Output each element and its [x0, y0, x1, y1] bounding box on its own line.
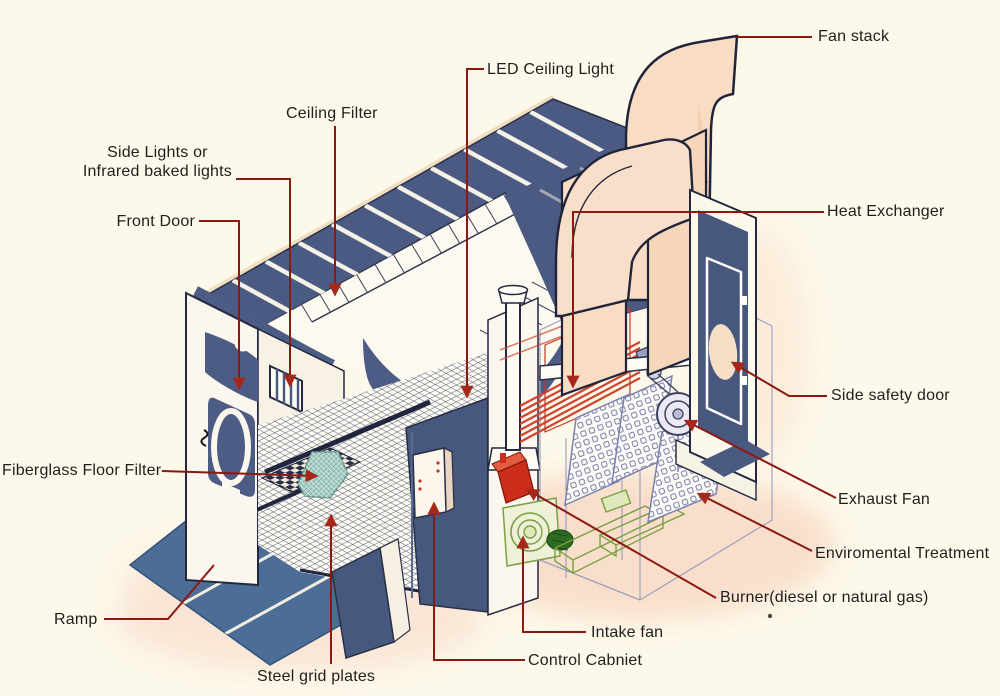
front-door-handle: [200, 429, 209, 447]
fiberglass-floor-filter: [297, 451, 349, 499]
leader-front-door: [199, 220, 246, 391]
leader-exhaust-fan: [683, 419, 837, 499]
label-steel-grid-plates: Steel grid plates: [257, 668, 376, 685]
label-fiberglass-floor-filter: Fiberglass Floor Filter: [2, 462, 162, 479]
side-wall-pedestal: [700, 440, 770, 477]
intake-fan: [502, 497, 574, 567]
leader-heat-exchanger: [566, 211, 824, 389]
leader-side-lights: [236, 178, 297, 388]
leader-led-ceiling-light: [460, 68, 484, 399]
label-intake-fan: Intake fan: [591, 624, 664, 641]
side-wall: [675, 188, 770, 502]
wall-notch: [234, 334, 252, 352]
label-side-lights: Side Lights or Infrared baked lights: [83, 143, 232, 181]
front-door-oval-window: [211, 408, 251, 486]
leader-lines: [104, 36, 837, 664]
leader-environmental-treatment: [696, 492, 813, 552]
front-door-tab: [222, 482, 240, 502]
front-door-leaf-lower: [331, 538, 411, 659]
leader-burner: [525, 488, 717, 599]
leader-side-safety-door: [730, 361, 827, 397]
label-front-door: Front Door: [116, 213, 195, 230]
leader-control-cabinet: [427, 501, 525, 661]
label-ramp: Ramp: [54, 611, 98, 628]
label-ceiling-filter: Ceiling Filter: [286, 105, 378, 122]
label-burner: Burner(diesel or natural gas): [720, 589, 929, 606]
label-control-cabinet: Control Cabniet: [528, 652, 643, 669]
label-led-ceiling-light: LED Ceiling Light: [487, 61, 615, 78]
heat-exchanger-housing: [554, 138, 696, 318]
label-side-safety-door: Side safety door: [831, 387, 950, 404]
leader-intake-fan: [516, 535, 586, 633]
label-fan-stack: Fan stack: [818, 28, 890, 45]
roof-ridge-highlight: [204, 94, 554, 295]
label-environmental-treatment: Enviromental Treatment: [815, 545, 990, 562]
side-safety-door-window: [708, 324, 738, 380]
label-exhaust-fan: Exhaust Fan: [838, 491, 931, 508]
control-cabinet: [411, 447, 455, 519]
leader-ramp: [104, 564, 215, 620]
stray-dot: [767, 613, 773, 619]
label-heat-exchanger: Heat Exchanger: [827, 203, 945, 220]
label-side-lights-line1: Side Lights or: [107, 144, 208, 161]
leader-fiberglass-floor-filter: [161, 469, 319, 483]
label-side-lights-line2: Infrared baked lights: [82, 163, 232, 180]
side-safety-door: [705, 256, 743, 426]
